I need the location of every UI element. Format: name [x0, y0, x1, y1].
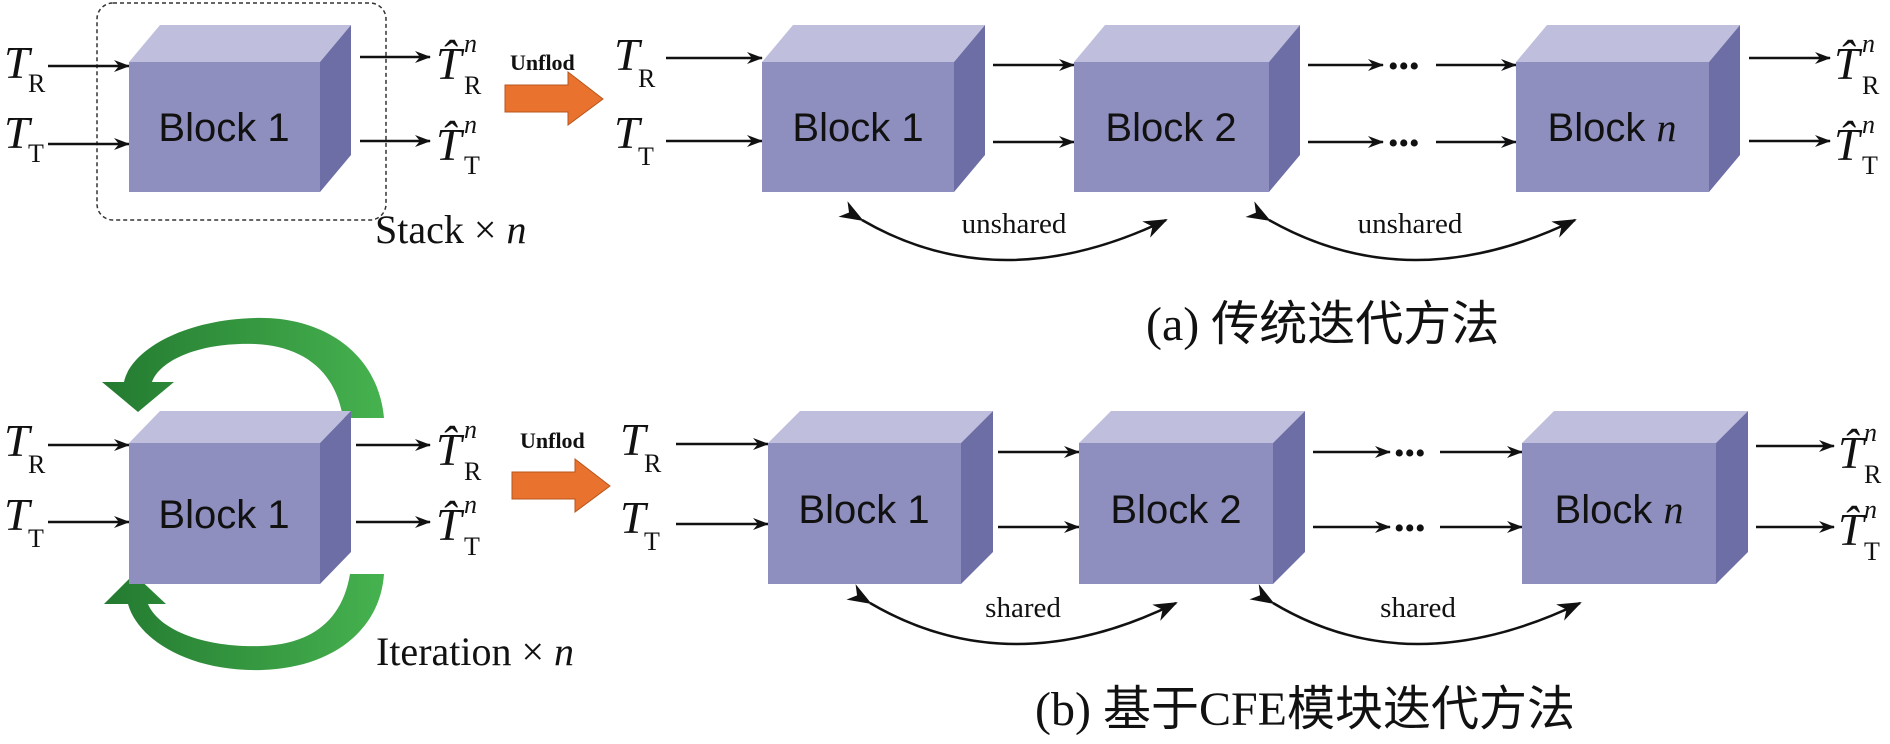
svg-text:n: n — [1864, 418, 1877, 447]
svg-text:n: n — [464, 110, 477, 139]
ellipsis-dots: ••• — [1388, 127, 1420, 160]
top-right-input-tt: T T — [614, 107, 654, 171]
iteration-loop-arrow-top — [102, 317, 384, 418]
ellipsis-dots: ••• — [1388, 50, 1420, 83]
bottom-right-output-tt-hat: T̂ n T — [1838, 495, 1880, 566]
svg-text:T: T — [638, 142, 654, 171]
top-block-1-cube: Block 1 — [129, 25, 351, 192]
shared-label-1: shared — [985, 592, 1061, 624]
svg-text:T: T — [1862, 151, 1878, 180]
unshared-label-2: unshared — [1358, 208, 1463, 240]
bottom-left-input-tt: T T — [4, 489, 44, 553]
svg-text:T̂: T̂ — [436, 424, 465, 475]
top-block-n-cube: Block n — [1516, 25, 1740, 192]
svg-text:T: T — [28, 524, 44, 553]
svg-text:T: T — [464, 151, 480, 180]
svg-text:R: R — [28, 69, 46, 98]
unshared-relation-arrow-1 — [838, 201, 1168, 262]
svg-text:R: R — [1862, 71, 1880, 100]
block-label: Block 1 — [158, 106, 289, 150]
block-label: Block n — [1548, 105, 1677, 150]
shared-relation-arrow-2 — [1249, 583, 1582, 646]
svg-text:R: R — [644, 449, 662, 478]
svg-text:T̂: T̂ — [436, 119, 465, 170]
svg-text:R: R — [28, 450, 46, 479]
block-label: Block 2 — [1110, 488, 1241, 532]
bottom-block-1-cube: Block 1 — [129, 411, 351, 584]
svg-text:R: R — [638, 64, 656, 93]
top-block-2-cube: Block 2 — [1074, 25, 1300, 192]
top-right-output-tt-hat: T̂ n T — [1834, 110, 1878, 180]
top-left-output-tr-hat: T̂ n R — [436, 29, 482, 100]
stack-label: Stack × n — [375, 207, 526, 252]
top-right-input-tr: T R — [614, 29, 656, 93]
iteration-loop-arrow-bottom — [104, 574, 384, 671]
svg-text:T: T — [620, 492, 649, 543]
iteration-label: Iteration × n — [376, 629, 574, 674]
bottom-unfold-label: Unflod — [520, 428, 585, 453]
bottom-left-input-tr: T R — [4, 415, 46, 479]
top-block-1-unrolled-cube: Block 1 — [762, 25, 985, 192]
svg-text:T̂: T̂ — [436, 38, 465, 89]
unshared-relation-arrow-2 — [1245, 201, 1577, 262]
bottom-block-1-unrolled-cube: Block 1 — [768, 411, 993, 584]
top-unfold-label: Unflod — [510, 50, 575, 75]
ellipsis-dots: ••• — [1394, 512, 1426, 545]
caption-b: (b) 基于CFE模块迭代方法 — [1035, 683, 1575, 736]
svg-text:T̂: T̂ — [1838, 427, 1867, 478]
svg-text:T̂: T̂ — [1834, 119, 1863, 170]
svg-text:T̂: T̂ — [1838, 504, 1867, 555]
svg-text:T: T — [464, 532, 480, 561]
caption-a: (a) 传统迭代方法 — [1146, 298, 1499, 351]
ellipsis-dots: ••• — [1394, 437, 1426, 470]
svg-text:n: n — [464, 415, 477, 444]
bottom-unfold-arrow — [511, 457, 611, 513]
svg-text:T: T — [4, 415, 33, 466]
svg-text:T: T — [1864, 537, 1880, 566]
svg-text:T: T — [28, 139, 44, 168]
shared-relation-arrow-1 — [846, 584, 1178, 646]
svg-text:T: T — [614, 29, 643, 80]
svg-text:T: T — [4, 107, 33, 158]
top-left-input-tt: T T — [4, 107, 44, 168]
block-label: Block n — [1555, 487, 1684, 532]
bottom-block-n-cube: Block n — [1522, 411, 1748, 584]
svg-text:T: T — [4, 489, 33, 540]
svg-text:T̂: T̂ — [436, 499, 465, 550]
top-left-output-tt-hat: T̂ n T — [436, 110, 480, 180]
svg-text:n: n — [1864, 495, 1877, 524]
svg-text:T: T — [620, 414, 649, 465]
bottom-left-output-tt-hat: T̂ n T — [436, 490, 480, 561]
bottom-left-output-tr-hat: T̂ n R — [436, 415, 482, 486]
bottom-right-input-tt: T T — [620, 492, 660, 556]
top-right-output-tr-hat: T̂ n R — [1834, 29, 1880, 100]
block-label: Block 1 — [158, 493, 289, 537]
svg-text:T: T — [644, 527, 660, 556]
top-left-input-tr: T R — [4, 37, 46, 98]
stack-frame — [96, 2, 387, 221]
block-label: Block 1 — [798, 488, 929, 532]
svg-text:R: R — [464, 71, 482, 100]
top-unfold-arrow — [504, 70, 604, 126]
svg-text:n: n — [464, 490, 477, 519]
svg-text:R: R — [1864, 460, 1882, 489]
block-label: Block 1 — [792, 106, 923, 150]
bottom-right-input-tr: T R — [620, 414, 662, 478]
shared-label-2: shared — [1380, 592, 1456, 624]
svg-text:n: n — [1862, 29, 1875, 58]
unshared-label-1: unshared — [962, 208, 1067, 240]
svg-text:n: n — [1862, 110, 1875, 139]
svg-text:R: R — [464, 457, 482, 486]
bottom-block-2-cube: Block 2 — [1079, 411, 1305, 584]
svg-text:n: n — [464, 29, 477, 58]
block-label: Block 2 — [1105, 106, 1236, 150]
bottom-right-output-tr-hat: T̂ n R — [1838, 418, 1882, 489]
svg-text:T: T — [4, 37, 33, 88]
svg-text:T: T — [614, 107, 643, 158]
svg-text:T̂: T̂ — [1834, 38, 1863, 89]
